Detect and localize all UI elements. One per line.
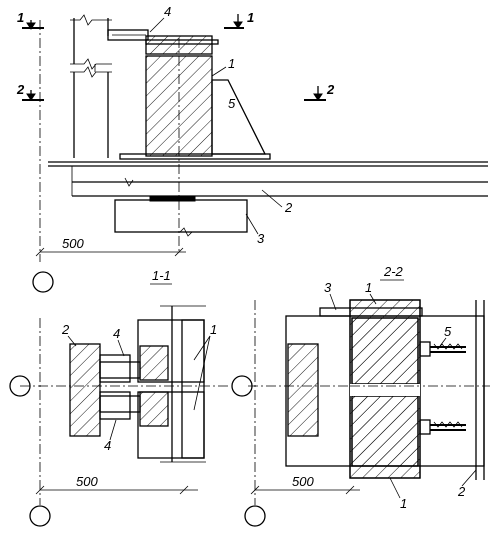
concrete-pier-2-section (69, 343, 101, 437)
bearing-pad-3 (114, 196, 248, 237)
section-mark-1-right-label: 1 (247, 10, 254, 25)
label-3-elevation: 3 (257, 231, 265, 246)
elevation-view: 1 1 2 2 (16, 4, 488, 293)
label-1b-section-2: 1 (400, 496, 407, 511)
existing-column (70, 14, 112, 158)
base-plate (119, 153, 271, 160)
section-mark-1-left: 1 (17, 10, 44, 30)
concrete-block-1-plan (349, 299, 421, 479)
section-1-1-view: 1-1 (9, 268, 228, 527)
cap-block (145, 35, 219, 55)
section-mark-2-left-label: 2 (16, 82, 25, 97)
label-5-section-2: 5 (444, 324, 452, 339)
dimension-500-elevation-label: 500 (62, 236, 84, 251)
label-2-section-2: 2 (457, 484, 466, 499)
dimension-500-section-1-label: 500 (76, 474, 98, 489)
section-1-1-title: 1-1 (152, 268, 171, 283)
section-mark-2-right-label: 2 (326, 82, 335, 97)
axis-bubble-2-2-left (231, 375, 253, 397)
label-1-section-1: 1 (210, 322, 217, 337)
axis-bubble-1-1-left (9, 375, 31, 397)
axis-bubble-elevation (32, 271, 54, 293)
section-mark-1-left-label: 1 (17, 10, 24, 25)
axis-bubble-1-1-bottom (29, 505, 51, 527)
section-mark-2-left: 2 (16, 82, 44, 101)
section-2-2-title: 2-2 (383, 264, 404, 279)
strut-4-upper (99, 345, 169, 383)
label-1a-section-2: 1 (365, 280, 372, 295)
label-4b-section-1: 4 (104, 438, 111, 453)
bracket-5 (211, 79, 267, 155)
label-2-elevation: 2 (284, 200, 293, 215)
section-2-2-view: 2-2 (231, 264, 490, 527)
label-1-elevation: 1 (228, 56, 235, 71)
axis-bubble-2-2-bottom (244, 505, 266, 527)
section-mark-1-right: 1 (224, 10, 254, 29)
label-2-section-1: 2 (61, 322, 70, 337)
strut-4-lower (99, 391, 169, 427)
dimension-500-section-1: 500 (35, 474, 198, 495)
floor-slab-2 (48, 161, 488, 197)
section-mark-2-right: 2 (304, 82, 335, 101)
strut-4 (107, 29, 149, 41)
dimension-500-section-2: 500 (250, 474, 360, 495)
anchor-rod-5-lower (419, 419, 466, 435)
concrete-pier-2-plan (287, 343, 319, 437)
label-3-section-2: 3 (324, 280, 332, 295)
leaders-elevation: 4 1 5 2 3 (149, 4, 293, 246)
label-4-elevation: 4 (164, 4, 171, 19)
label-4a-section-1: 4 (113, 326, 120, 341)
dimension-500-elevation: 500 (35, 236, 186, 257)
dimension-500-section-2-label: 500 (292, 474, 314, 489)
column-outline-1-section (137, 305, 206, 463)
label-5-elevation: 5 (228, 96, 236, 111)
anchor-rod-5-upper (419, 341, 466, 357)
